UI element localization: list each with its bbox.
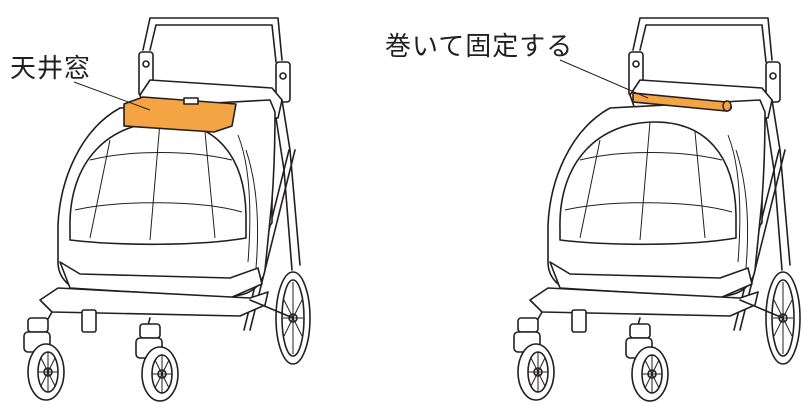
leader-line-right (559, 59, 649, 99)
stroller-right (513, 17, 801, 402)
skylight-window-label: 天井窓 (10, 54, 92, 84)
leader-line-left (73, 81, 151, 111)
roll-and-fix-label: 巻いて固定する (385, 32, 574, 62)
skylight-window-highlight (123, 96, 237, 133)
stroller-left (23, 17, 311, 402)
